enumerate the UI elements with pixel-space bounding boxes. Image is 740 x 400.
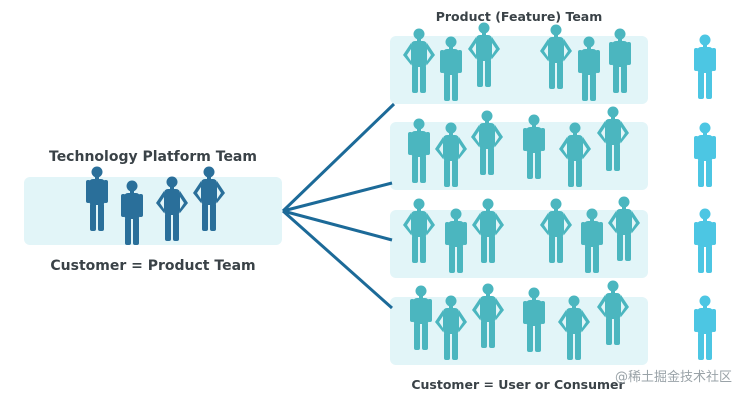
person-icon bbox=[694, 122, 716, 187]
platform-team-caption: Customer = Product Team bbox=[50, 258, 255, 274]
product-team-caption: Customer = User or Consumer bbox=[411, 377, 625, 392]
connector-3 bbox=[282, 209, 393, 242]
connector-1 bbox=[281, 102, 396, 213]
watermark: @稀土掘金技术社区 bbox=[615, 369, 732, 385]
product-team-title: Product (Feature) Team bbox=[436, 9, 603, 24]
person-icon bbox=[694, 34, 716, 99]
team-connectors bbox=[281, 102, 396, 310]
consumer-people bbox=[694, 34, 716, 360]
platform-team-panel bbox=[24, 177, 282, 245]
platform-team-title: Technology Platform Team bbox=[49, 149, 257, 165]
person-icon bbox=[694, 208, 716, 273]
person-icon bbox=[694, 295, 716, 360]
connector-2 bbox=[282, 181, 393, 213]
connector-4 bbox=[282, 209, 393, 310]
